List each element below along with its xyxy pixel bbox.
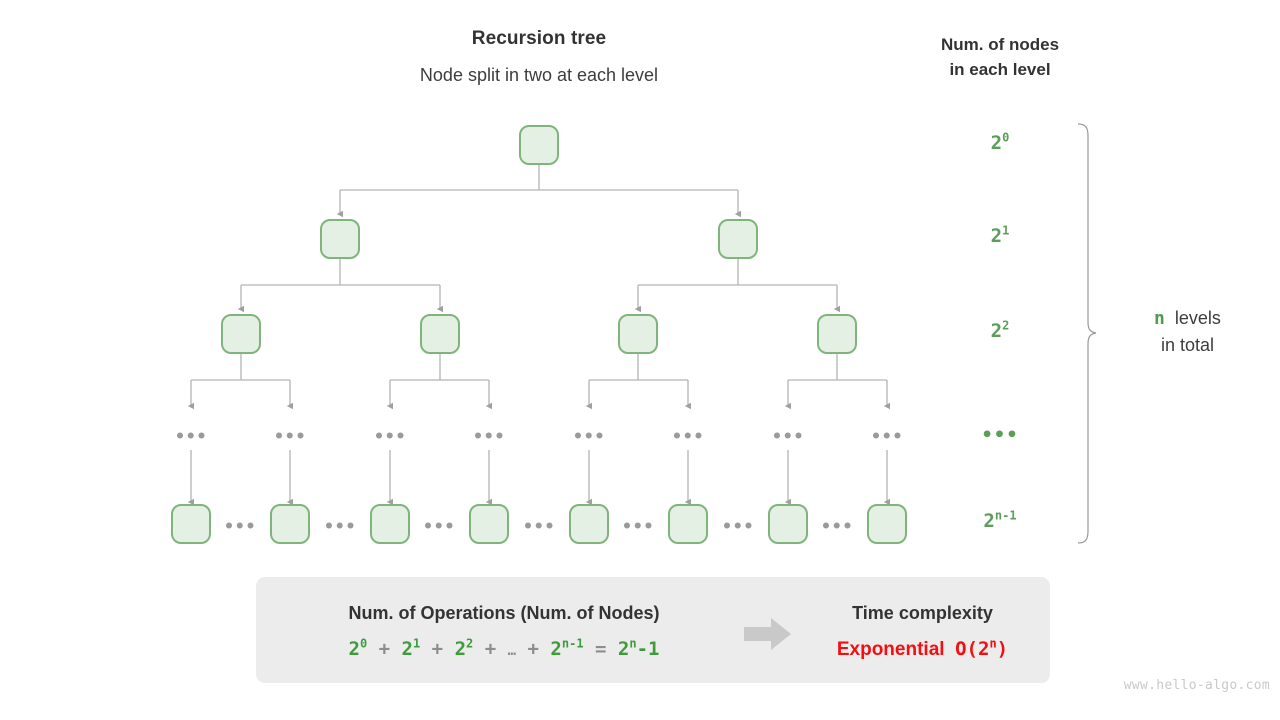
formula-plus: +	[527, 638, 539, 660]
page-title: Recursion tree	[471, 28, 607, 49]
tree-horizontal-ellipsis: •••	[522, 517, 556, 537]
formula-plus: +	[484, 638, 497, 660]
tree-node	[270, 504, 310, 544]
formula-equals: =	[595, 638, 607, 660]
tree-vertical-ellipsis: •••	[273, 427, 307, 447]
formula-term-2: 22	[454, 636, 474, 660]
tree-node	[817, 314, 857, 354]
arrow-right-icon	[744, 618, 791, 650]
levels-word: levels	[1174, 308, 1221, 328]
tree-node	[668, 504, 708, 544]
levels-variable: n	[1154, 308, 1165, 329]
tree-vertical-ellipsis: •••	[472, 427, 506, 447]
node-count-column-title: Num. of nodes in each level	[890, 32, 1110, 82]
tree-node	[519, 125, 559, 165]
level-count-base: 2	[990, 132, 1003, 154]
tree-vertical-ellipsis: •••	[671, 427, 705, 447]
tree-nodes	[171, 125, 907, 544]
page-subtitle: Node split in two at each level	[419, 65, 659, 85]
tree-node	[718, 219, 758, 259]
formula-last-term: 2n-1	[550, 636, 584, 660]
tree-vertical-ellipsis: •••	[572, 427, 606, 447]
complexity-word: Exponential	[836, 639, 945, 660]
level-count-label-1: 21	[940, 225, 1060, 247]
watermark: www.hello-algo.com	[1123, 678, 1270, 693]
level-count-base: 2	[990, 225, 1003, 247]
level-count-base: 2	[990, 320, 1003, 342]
tree-node	[768, 504, 808, 544]
level-count-label-n-1: 2n-1	[940, 510, 1060, 532]
operations-formula: 20 + 21 + 22 + … + 2n-1 = 2n-1	[276, 638, 732, 660]
formula-term-0: 20	[348, 636, 368, 660]
summary-panel	[256, 577, 1050, 683]
tree-node	[221, 314, 261, 354]
node-count-column-title-line2: in each level	[949, 60, 1051, 79]
formula-term-1: 21	[401, 636, 421, 660]
level-count-ellipsis: •••	[981, 424, 1019, 446]
time-complexity-title: Time complexity	[852, 603, 993, 623]
tree-vertical-ellipsis: •••	[373, 427, 407, 447]
formula-ellipsis: …	[507, 643, 517, 659]
level-count-base: 2	[983, 510, 995, 532]
tree-horizontal-ellipsis: •••	[621, 517, 655, 537]
tree-node	[171, 504, 211, 544]
tree-horizontal-ellipsis: •••	[323, 517, 357, 537]
tree-horizontal-ellipsis: •••	[820, 517, 854, 537]
total-levels-line2: in total	[1160, 335, 1215, 355]
level-count-exponent: n-1	[994, 508, 1017, 523]
level-count-label-2: 22	[940, 320, 1060, 342]
tree-horizontal-ellipsis: •••	[223, 517, 257, 537]
tree-vertical-ellipsis: •••	[771, 427, 805, 447]
formula-result: 2n-1	[617, 636, 660, 660]
formula-plus: +	[378, 638, 391, 660]
level-count-exponent: 0	[1002, 130, 1010, 145]
tree-node	[420, 314, 460, 354]
tree-node	[618, 314, 658, 354]
tree-horizontal-ellipsis: •••	[721, 517, 755, 537]
tree-node	[320, 219, 360, 259]
level-count-exponent: 2	[1002, 318, 1010, 333]
complexity-bigo: O(2n)	[955, 636, 1009, 660]
tree-node	[469, 504, 509, 544]
tree-node	[867, 504, 907, 544]
node-count-column-title-line1: Num. of nodes	[940, 35, 1060, 54]
levels-brace	[1077, 123, 1097, 544]
tree-edges	[187, 164, 891, 506]
operations-title: Num. of Operations (Num. of Nodes)	[348, 603, 660, 623]
tree-vertical-ellipsis: •••	[174, 427, 208, 447]
tree-node	[370, 504, 410, 544]
level-count-exponent: 1	[1002, 223, 1010, 238]
tree-vertical-ellipsis: •••	[870, 427, 904, 447]
time-complexity-value: Exponential O(2n)	[790, 638, 1055, 661]
formula-plus: +	[431, 638, 444, 660]
total-levels-note: n levels in total	[1100, 305, 1275, 359]
tree-horizontal-ellipsis: •••	[422, 517, 456, 537]
level-count-label-0: 20	[940, 132, 1060, 154]
tree-node	[569, 504, 609, 544]
total-levels-line1: n levels	[1100, 305, 1275, 332]
